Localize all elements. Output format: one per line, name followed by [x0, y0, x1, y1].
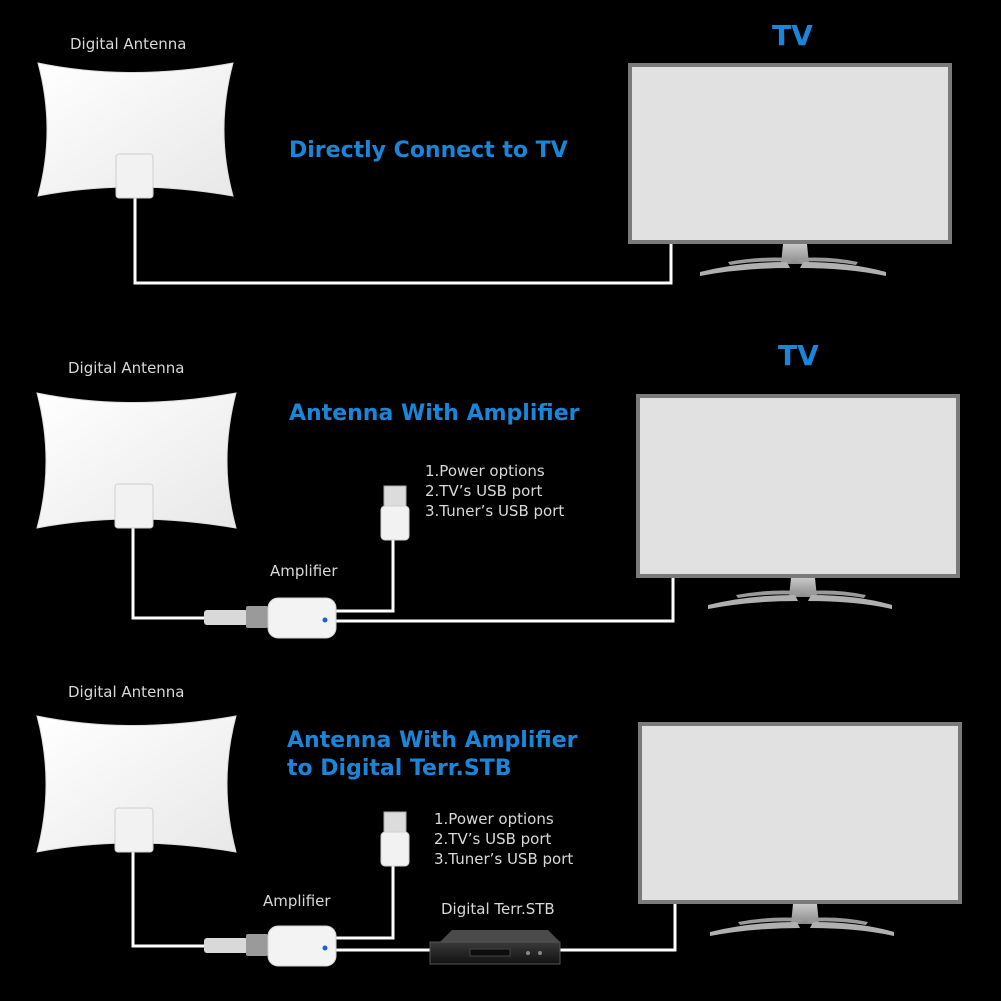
- digital-antenna: [37, 62, 234, 199]
- coax-cable: [131, 528, 208, 620]
- section-title-line: Antenna With Amplifier: [287, 728, 578, 753]
- power-option: 2.TV’s USB port: [425, 482, 543, 500]
- section-amplifier-to-stb: [36, 715, 962, 967]
- coax-cable: [133, 198, 673, 285]
- amplifier-label: Amplifier: [270, 562, 338, 580]
- section-title-line: to Digital Terr.STB: [287, 755, 512, 781]
- digital-antenna: [36, 392, 237, 529]
- section-title: Directly Connect to TV: [289, 138, 568, 163]
- power-option: 1.Power options: [425, 462, 545, 480]
- tv-set: [638, 722, 962, 936]
- tv-set: [636, 394, 960, 609]
- antenna-label: Digital Antenna: [68, 683, 185, 701]
- power-options-list: 1.Power options 2.TV’s USB port 3.Tuner’…: [434, 809, 573, 869]
- stb-label: Digital Terr.STB: [441, 900, 555, 918]
- section-antenna-with-amplifier: [36, 392, 960, 639]
- antenna-label: Digital Antenna: [70, 35, 187, 53]
- section-title: Antenna With Amplifier: [289, 401, 580, 426]
- section-title: Antenna With Amplifier to Digital Terr.S…: [287, 727, 577, 782]
- usb-plug-icon: [380, 811, 410, 867]
- tv-label: TV: [778, 339, 819, 372]
- power-option: 1.Power options: [434, 810, 554, 828]
- coax-cable: [336, 578, 675, 623]
- power-option: 3.Tuner’s USB port: [434, 850, 574, 868]
- power-option: 2.TV’s USB port: [434, 830, 552, 848]
- digital-antenna: [36, 715, 237, 853]
- usb-cable: [336, 540, 395, 613]
- coax-cable: [560, 904, 677, 952]
- section-direct-connect: [37, 62, 952, 285]
- set-top-box: [429, 930, 561, 965]
- antenna-label: Digital Antenna: [68, 359, 185, 377]
- amplifier-label: Amplifier: [263, 892, 331, 910]
- amplifier: [204, 597, 337, 639]
- usb-cable: [336, 866, 395, 940]
- amplifier: [204, 925, 337, 967]
- usb-plug-icon: [380, 485, 410, 541]
- power-options-list: 1.Power options 2.TV’s USB port 3.Tuner’…: [425, 461, 564, 521]
- power-option: 3.Tuner’s USB port: [425, 502, 565, 520]
- tv-label: TV: [772, 19, 813, 52]
- tv-set: [628, 63, 952, 276]
- coax-cable: [131, 850, 208, 948]
